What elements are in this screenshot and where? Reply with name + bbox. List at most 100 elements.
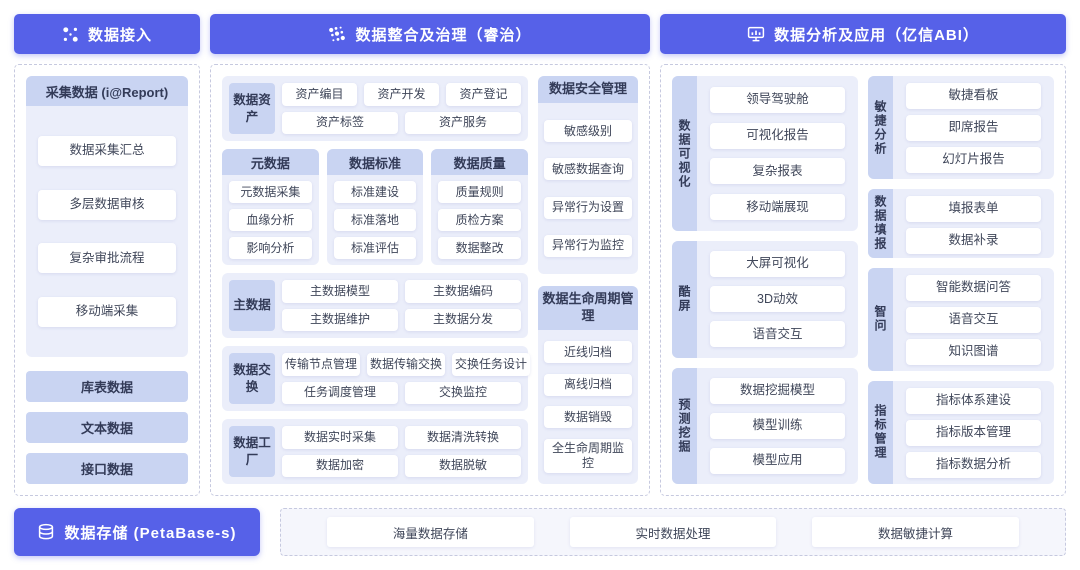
group-data-exchange: 数据交换 传输节点管理数据传输交换交换任务设计 任务调度管理交换监控 <box>222 346 531 411</box>
agile-item: 即席报告 <box>906 115 1041 141</box>
indicator-item: 指标版本管理 <box>906 419 1041 446</box>
exchange-item: 任务调度管理 <box>282 381 398 404</box>
security-item: 敏感级别 <box>544 120 632 143</box>
agile-item: 幻灯片报告 <box>906 147 1041 173</box>
panel-data-security-header: 数据安全管理 <box>538 76 638 103</box>
data-storage-title: 数据存储 (PetaBase-s) <box>64 524 237 542</box>
data-ingest-body: 采集数据 (i@Report) 数据采集汇总多层数据审核复杂审批流程移动端采集 … <box>14 64 200 496</box>
exchange-item: 数据传输交换 <box>367 353 446 376</box>
metadata-item: 元数据采集 <box>229 181 312 203</box>
factory-item: 数据加密 <box>282 454 398 477</box>
group-data-factory-label: 数据工厂 <box>229 426 275 477</box>
storage-row: 数据存储 (PetaBase-s) 海量数据存储实时数据处理数据敏捷计算 <box>14 508 1066 556</box>
group-data-reporting-label: 数据填报 <box>868 189 893 258</box>
top-sections: 数据接入 采集数据 (i@Report) 数据采集汇总多层数据审核复杂审批流程移… <box>14 14 1066 496</box>
exchange-item: 交换监控 <box>405 381 521 404</box>
lifecycle-item: 数据销毁 <box>544 406 632 429</box>
data-ingest-title: 数据接入 <box>87 26 152 44</box>
section-data-analytics: 数据分析及应用（亿信ABI） 数据可视化 领导驾驶舱可视化报告复杂报表移动端展现… <box>660 14 1066 496</box>
data-source-box: 接口数据 <box>26 453 188 484</box>
mining-item: 模型训练 <box>710 412 845 439</box>
group-data-factory: 数据工厂 数据实时采集数据清洗转换 数据加密数据脱敏 <box>222 419 528 484</box>
column-data-quality-header: 数据质量 <box>431 149 529 175</box>
cool-screen-item: 3D动效 <box>710 286 845 313</box>
data-analytics-header: 数据分析及应用（亿信ABI） <box>660 14 1066 54</box>
quality-item: 质检方案 <box>438 209 522 231</box>
collect-item: 复杂审批流程 <box>38 243 176 274</box>
smart-qa-item: 智能数据问答 <box>906 274 1041 301</box>
asset-item: 资产标签 <box>282 111 398 134</box>
mining-item: 数据挖掘模型 <box>710 377 845 404</box>
asset-item: 资产服务 <box>405 111 521 134</box>
visualization-item: 复杂报表 <box>710 158 845 185</box>
group-smart-qa-label: 智问 <box>868 267 893 371</box>
asset-item: 资产开发 <box>364 83 439 106</box>
group-master-data: 主数据 主数据模型主数据编码 主数据维护主数据分发 <box>222 273 528 338</box>
standard-item: 标准评估 <box>333 237 417 259</box>
data-governance-body: 数据资产 资产编目资产开发资产登记 资产标签资产服务 元数据 元数据采集血缘分析… <box>210 64 650 496</box>
master-data-item: 主数据分发 <box>405 308 521 331</box>
group-cool-screen-label: 酷屏 <box>672 241 697 358</box>
group-data-exchange-label: 数据交换 <box>229 353 275 404</box>
group-predictive-mining: 预测挖掘 数据挖掘模型模型训练模型应用 <box>672 367 858 485</box>
collect-data-panel-header: 采集数据 (i@Report) <box>26 76 188 106</box>
metadata-item: 影响分析 <box>229 237 312 259</box>
lifecycle-item: 全生命周期监控 <box>544 438 632 473</box>
data-governance-title: 数据整合及治理（睿治） <box>355 26 532 44</box>
smart-qa-item: 语音交互 <box>906 306 1041 333</box>
collect-item: 移动端采集 <box>38 297 176 328</box>
data-source-list: 库表数据文本数据接口数据 <box>26 371 188 484</box>
group-data-asset-label: 数据资产 <box>229 83 275 134</box>
security-item: 异常行为设置 <box>544 196 632 219</box>
storage-capabilities: 海量数据存储实时数据处理数据敏捷计算 <box>280 508 1066 556</box>
column-data-standard: 数据标准 标准建设标准落地标准评估 <box>326 149 424 265</box>
column-metadata-header: 元数据 <box>222 149 319 175</box>
master-data-item: 主数据编码 <box>405 280 521 303</box>
data-analytics-title: 数据分析及应用（亿信ABI） <box>774 26 979 44</box>
column-metadata: 元数据 元数据采集血缘分析影响分析 <box>222 149 319 265</box>
mining-item: 模型应用 <box>710 447 845 474</box>
storage-capability-box: 数据敏捷计算 <box>812 517 1019 547</box>
data-storage-header: 数据存储 (PetaBase-s) <box>14 508 260 556</box>
panel-data-lifecycle: 数据生命周期管理 近线归档离线归档数据销毁全生命周期监控 <box>538 286 638 484</box>
collect-data-panel: 采集数据 (i@Report) 数据采集汇总多层数据审核复杂审批流程移动端采集 <box>26 76 188 357</box>
standard-item: 标准建设 <box>333 181 417 203</box>
reporting-item: 填报表单 <box>906 196 1041 223</box>
group-predictive-mining-label: 预测挖掘 <box>672 367 697 485</box>
column-data-quality: 数据质量 质量规则质检方案数据整改 <box>431 149 529 265</box>
panel-data-lifecycle-header: 数据生命周期管理 <box>538 286 638 330</box>
group-smart-qa: 智问 智能数据问答语音交互知识图谱 <box>868 267 1054 371</box>
security-item: 异常行为监控 <box>544 234 632 257</box>
factory-item: 数据脱敏 <box>405 454 521 477</box>
group-data-visualization: 数据可视化 领导驾驶舱可视化报告复杂报表移动端展现 <box>672 76 858 232</box>
section-data-ingest: 数据接入 采集数据 (i@Report) 数据采集汇总多层数据审核复杂审批流程移… <box>14 14 200 496</box>
master-data-item: 主数据模型 <box>282 280 398 303</box>
standard-item: 标准落地 <box>333 209 417 231</box>
governance-triple-columns: 元数据 元数据采集血缘分析影响分析 数据标准 标准建设标准落地标准评估 数据质量… <box>222 149 529 265</box>
quality-item: 数据整改 <box>438 237 522 259</box>
collect-item: 多层数据审核 <box>38 189 176 220</box>
cool-screen-item: 大屏可视化 <box>710 251 845 278</box>
metadata-item: 血缘分析 <box>229 209 312 231</box>
cool-screen-item: 语音交互 <box>710 321 845 348</box>
quality-item: 质量规则 <box>438 181 522 203</box>
dots-cluster-icon <box>328 25 346 43</box>
nodes-icon <box>62 26 79 43</box>
lifecycle-item: 近线归档 <box>544 341 632 364</box>
data-governance-header: 数据整合及治理（睿治） <box>210 14 650 54</box>
agile-item: 敏捷看板 <box>906 83 1041 109</box>
visualization-item: 移动端展现 <box>710 194 845 221</box>
group-master-data-label: 主数据 <box>229 280 275 331</box>
column-data-standard-header: 数据标准 <box>326 149 424 175</box>
visualization-item: 可视化报告 <box>710 122 845 149</box>
group-data-asset: 数据资产 资产编目资产开发资产登记 资产标签资产服务 <box>222 76 528 141</box>
group-indicator-management: 指标管理 指标体系建设指标版本管理指标数据分析 <box>868 380 1054 485</box>
visualization-item: 领导驾驶舱 <box>710 86 845 113</box>
exchange-item: 传输节点管理 <box>282 353 361 376</box>
data-source-box: 文本数据 <box>26 412 188 443</box>
section-data-governance: 数据整合及治理（睿治） 数据资产 资产编目资产开发资产登记 资产标签资产服务 元… <box>210 14 650 496</box>
collect-data-items: 数据采集汇总多层数据审核复杂审批流程移动端采集 <box>26 106 188 357</box>
